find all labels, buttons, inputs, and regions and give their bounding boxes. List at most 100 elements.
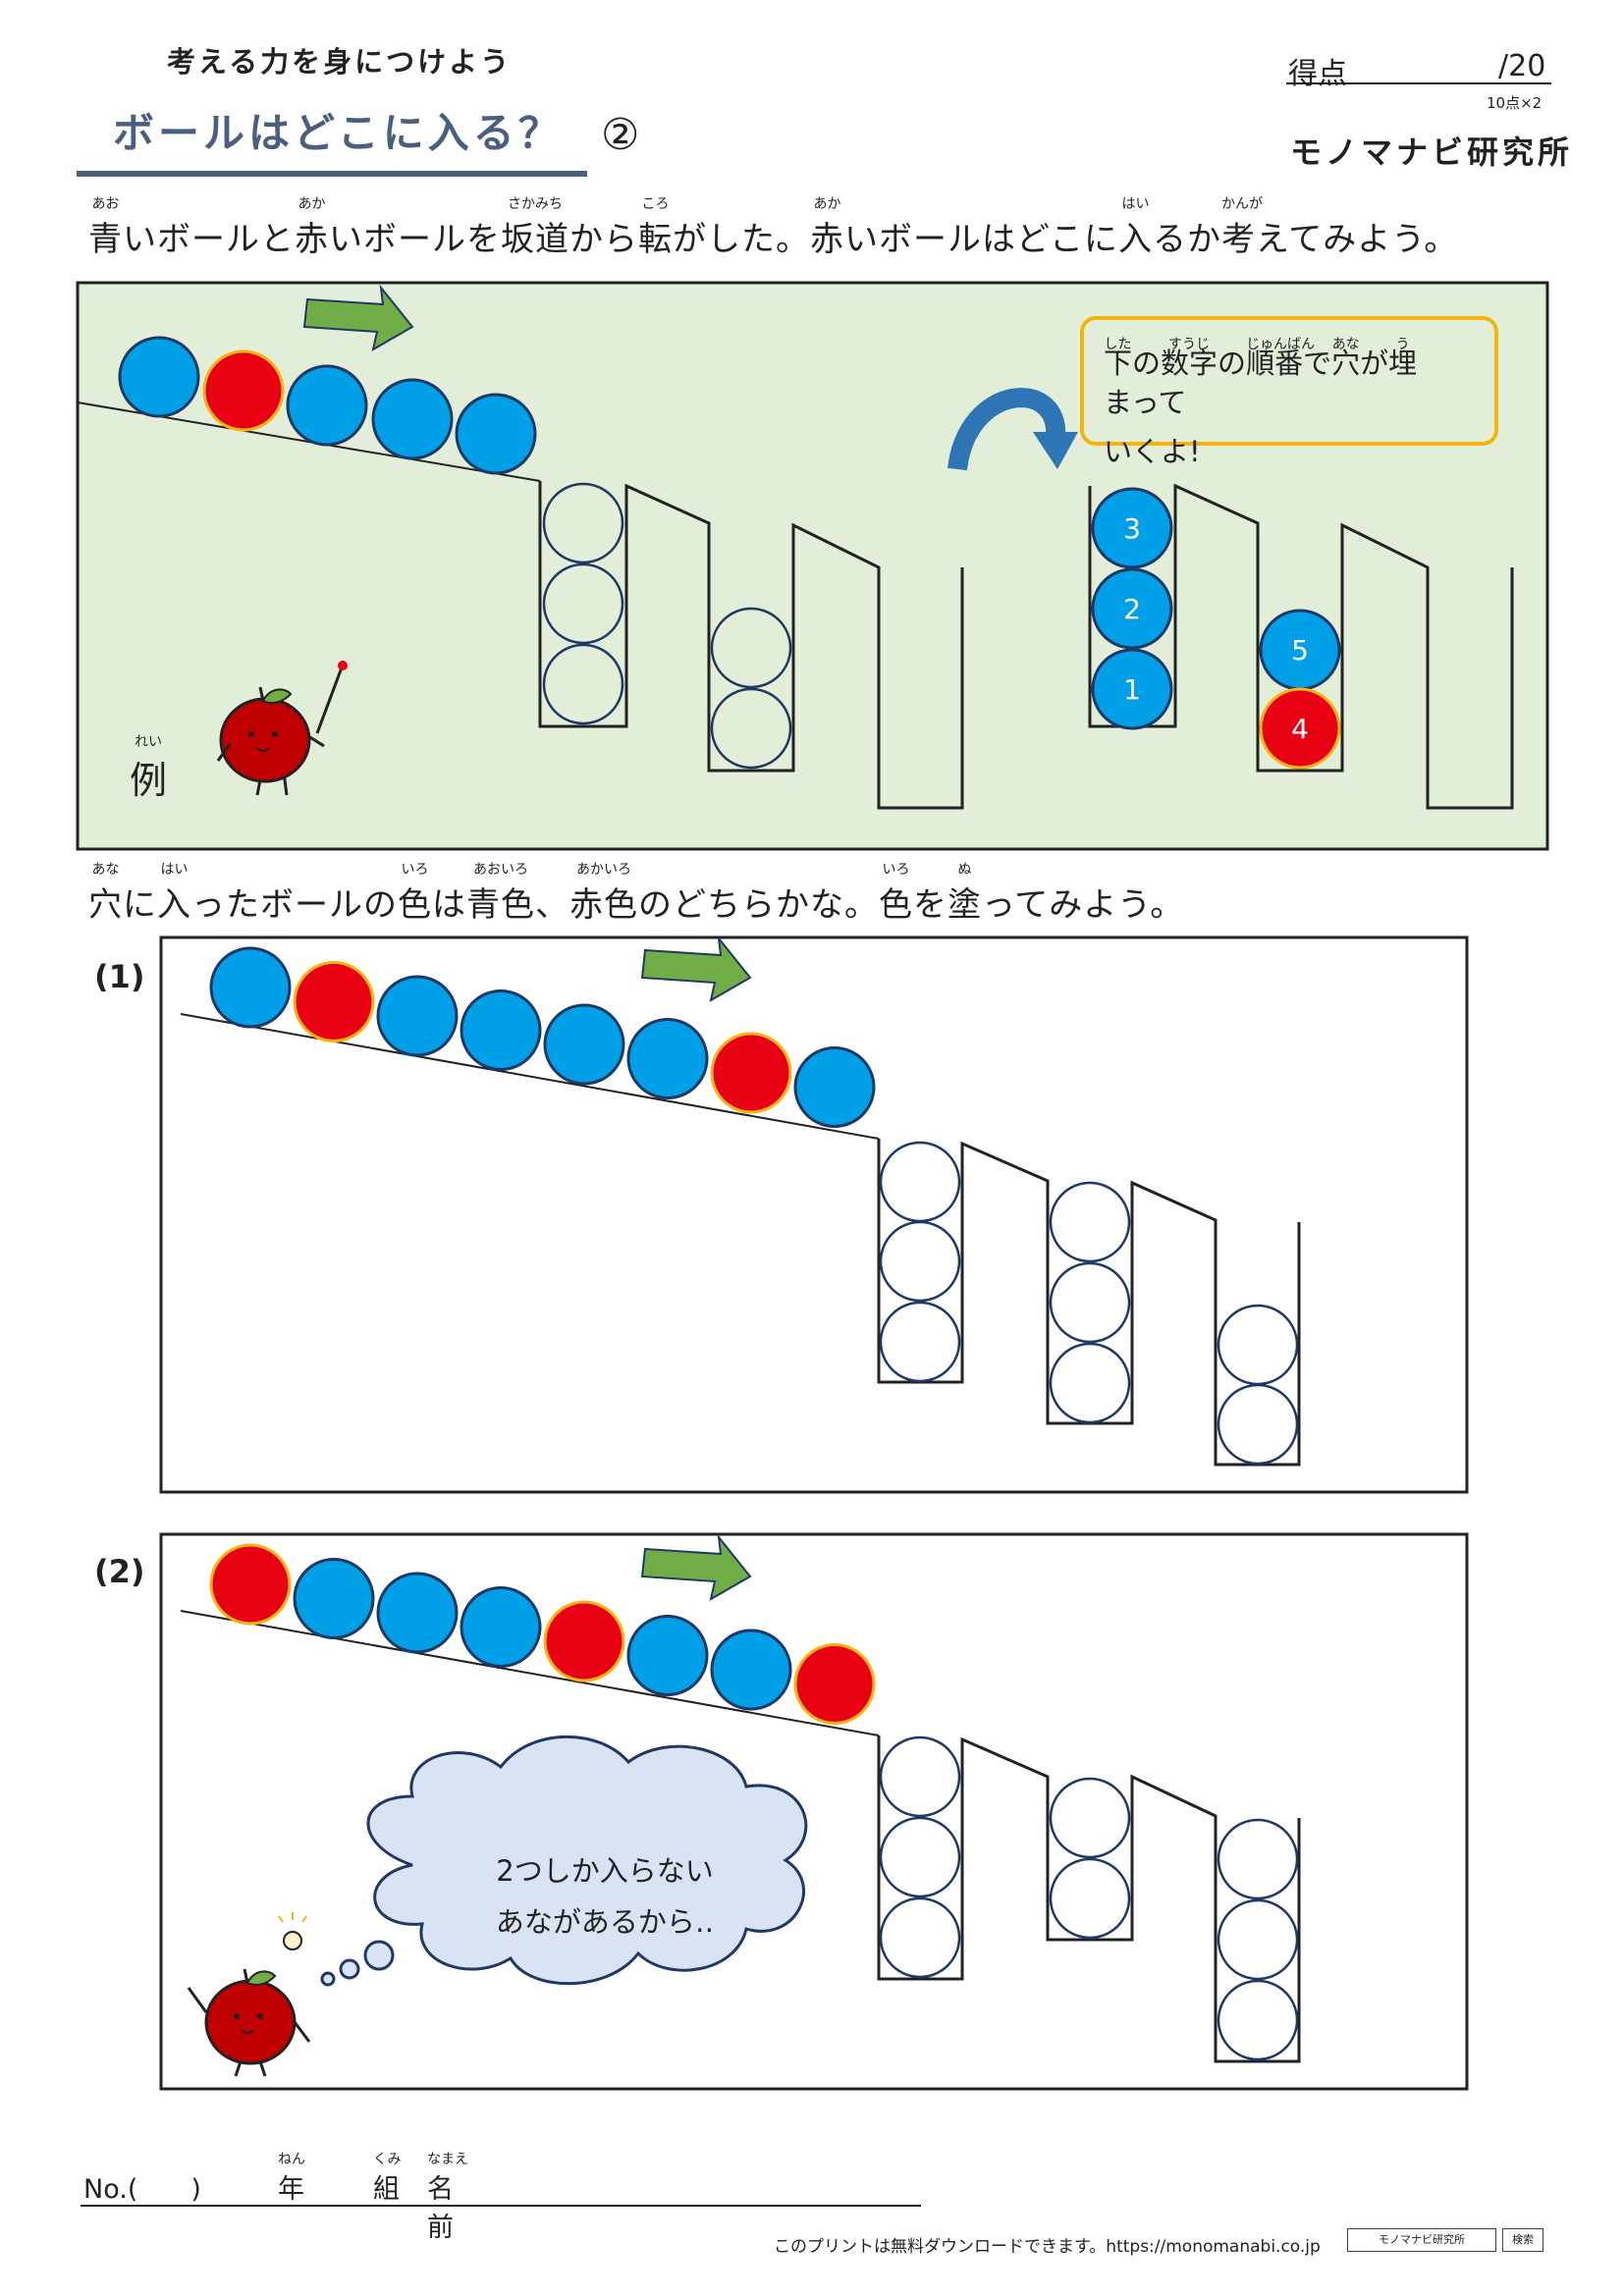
ball-red	[209, 1543, 292, 1626]
text-segment: が	[1360, 347, 1389, 380]
name-underline	[81, 2205, 921, 2207]
instruction-2: あな穴にはい入ったボールのいろ色はあおいろ青色、あかいろ赤色のどちらかな。いろ色…	[88, 862, 1185, 926]
page-title: ボールはどこに入る？	[113, 109, 564, 157]
text-segment: ぬ塗	[947, 862, 982, 925]
q2-empty-slots	[879, 1735, 1299, 2061]
text-segment: かんが考	[1220, 196, 1263, 259]
text-segment: いボールはどこに	[844, 220, 1118, 259]
class-label: 組	[373, 2174, 400, 2205]
text-segment: すうじ数字	[1161, 337, 1218, 380]
text-segment: はい入	[1117, 196, 1153, 259]
text-segment: あな穴	[88, 862, 123, 925]
ball-number-3: 3	[1123, 512, 1141, 545]
ball-blue	[293, 1558, 375, 1639]
download-note: このプリントは無料ダウンロードできます。https://monomanabi.c…	[774, 2237, 1321, 2257]
search-badge: モノマナビ研究所	[1347, 2228, 1496, 2252]
text-segment: いろ色	[879, 862, 913, 925]
question-2-label: (2)	[94, 1553, 145, 1590]
text-segment: から	[569, 220, 638, 259]
green-arrow-icon	[640, 934, 752, 1002]
text-segment: あかいろ赤色	[569, 862, 638, 925]
q1-ramp	[180, 1013, 880, 1140]
ball-blue	[543, 1003, 625, 1086]
question-1-label: (1)	[94, 958, 145, 995]
hint-bubble: した下のすうじ数字のじゅんばん順番であな穴がう埋まって いくよ!	[1080, 316, 1498, 468]
ball-blue	[460, 1586, 542, 1668]
name-label: 名前	[427, 2174, 454, 2243]
ball-blue	[793, 1046, 876, 1128]
text-segment: えてみよう。	[1255, 220, 1459, 259]
text-segment: がした。	[673, 220, 810, 259]
q2-balls	[209, 1543, 876, 1725]
score-line	[1286, 82, 1551, 84]
example-label: れい例	[130, 734, 167, 804]
text-segment: はい入	[157, 862, 191, 925]
apple-character-icon	[187, 1968, 311, 2077]
ball-blue	[626, 1615, 709, 1696]
text-segment: あか赤	[810, 196, 844, 259]
green-arrow-icon	[302, 284, 414, 351]
brand-logo: モノマナビ研究所	[1290, 133, 1574, 171]
score-value: /20	[1498, 49, 1546, 83]
hint-line-1: した下のすうじ数字のじゅんばん順番であな穴がう埋まって	[1104, 337, 1479, 422]
search-button[interactable]: 検索	[1502, 2228, 1543, 2252]
text-segment: ってみよう。	[982, 885, 1185, 925]
ball-blue	[376, 975, 459, 1057]
question-1-panel	[159, 935, 1469, 1494]
ball-blue	[626, 1018, 709, 1099]
curved-arrow-icon	[947, 388, 1078, 471]
text-segment: まって	[1104, 386, 1187, 419]
grade-ruby: ねん	[278, 2152, 305, 2167]
text-segment: あお青	[88, 196, 123, 259]
example-holes-left	[538, 481, 964, 810]
text-segment: に	[123, 885, 157, 925]
example-numbered-balls	[1091, 487, 1341, 770]
hint-line-2: いくよ!	[1104, 435, 1201, 468]
text-segment: の	[1218, 347, 1247, 380]
text-segment: は	[432, 885, 466, 925]
grade-label: 年	[278, 2174, 304, 2205]
text-segment: あか赤	[295, 196, 329, 259]
text-segment: いボールと	[123, 220, 295, 259]
score-note: 10点×2	[1487, 94, 1543, 112]
ball-red	[293, 961, 375, 1042]
instruction-1: あお青いボールとあか赤いボールをさかみち坂道からころ転がした。あか赤いボールはど…	[88, 196, 1459, 260]
text-segment: のどちらかな。	[638, 885, 879, 925]
text-segment: で	[1303, 347, 1332, 380]
ball-red	[543, 1600, 625, 1682]
q2-holes	[877, 1735, 1301, 2063]
ball-number-1: 1	[1123, 673, 1141, 706]
example-label-ruby: れい	[135, 734, 162, 750]
text-segment: さかみち坂道	[501, 196, 569, 259]
text-segment: ったボールの	[191, 885, 398, 925]
subtitle: 考える力を身につけよう	[167, 45, 513, 79]
ball-red	[793, 1643, 876, 1725]
example-holes-right	[1088, 483, 1514, 810]
text-segment: あおいろ青色	[466, 862, 535, 925]
text-segment: ころ転	[638, 196, 673, 259]
ball-number-2: 2	[1123, 593, 1141, 625]
thought-line-2: あながあるから‥	[495, 1905, 715, 1939]
name-ruby: なまえ	[427, 2152, 468, 2167]
text-segment: るか	[1152, 220, 1221, 259]
ball-number-4: 4	[1291, 713, 1309, 745]
ball-blue	[376, 1572, 459, 1654]
text-segment: を	[913, 885, 947, 925]
lightbulb-icon	[278, 1912, 307, 1950]
ball-blue	[460, 989, 542, 1071]
example-balls	[118, 336, 537, 475]
text-segment: した下	[1104, 337, 1133, 380]
worksheet-number: ②	[601, 110, 640, 160]
thought-line-1: 2つしか入らない	[496, 1854, 714, 1888]
student-number-label: No.( )	[83, 2174, 201, 2205]
text-segment: じゅんばん順番	[1246, 337, 1316, 380]
ball-red	[710, 1032, 792, 1114]
class-ruby: くみ	[373, 2152, 402, 2167]
title-underline	[77, 171, 587, 177]
ball-blue	[710, 1629, 792, 1711]
example-empty-slots	[542, 482, 792, 770]
text-segment: いろ色	[398, 862, 432, 925]
text-segment: あな穴	[1331, 337, 1361, 380]
text-segment: う埋	[1388, 337, 1418, 380]
ball-blue	[209, 946, 292, 1029]
